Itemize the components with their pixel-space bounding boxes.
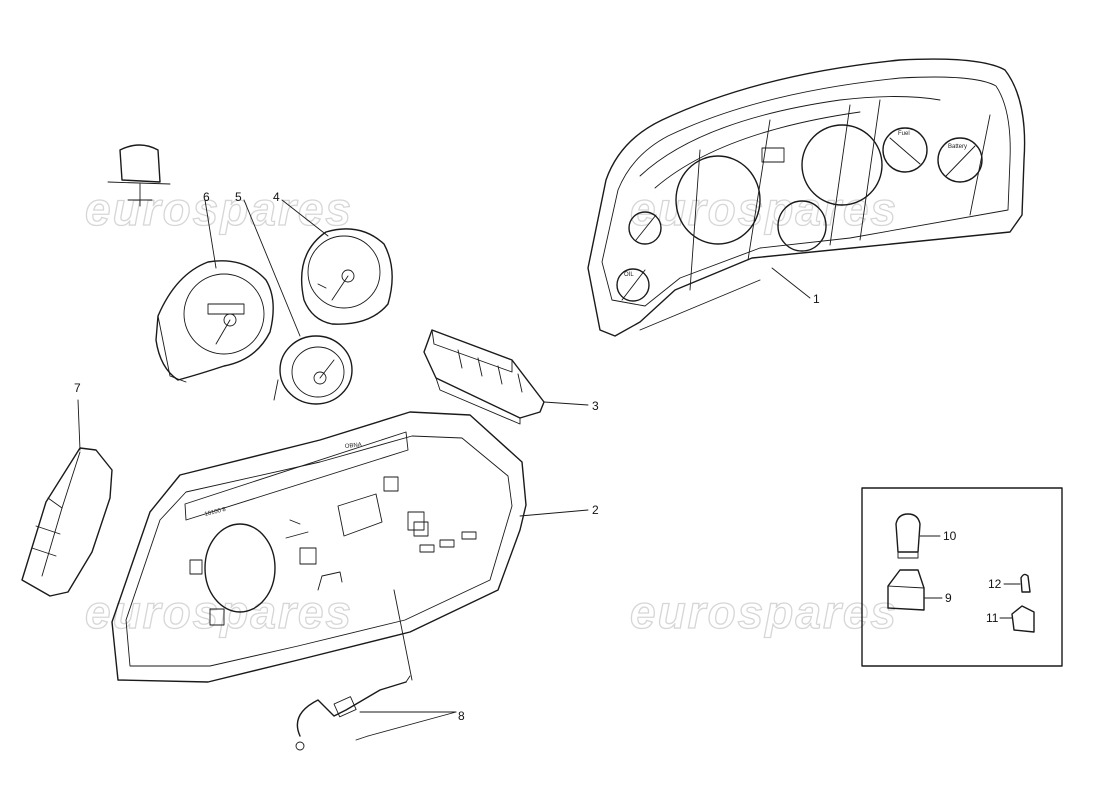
instrument-cluster-assembly[interactable]: Fuel Battery OIL [587, 58, 1026, 337]
tachometer[interactable] [281, 199, 393, 325]
callout-9: 9 [945, 591, 952, 605]
speedometer[interactable] [155, 199, 274, 383]
watermark-text: eurospares [85, 183, 353, 235]
warning-strip-label: OBNA [345, 442, 363, 450]
callout-3: 3 [592, 399, 599, 413]
callout-8: 8 [458, 709, 465, 723]
bulb-detail-inset: 10 9 12 11 [861, 487, 1063, 667]
sender-unit[interactable] [107, 144, 171, 207]
oil-gauge-label: OIL [624, 272, 634, 278]
watermark-text: eurospares [85, 586, 353, 638]
left-gauge-module[interactable] [21, 399, 113, 597]
callout-7: 7 [74, 381, 81, 395]
auxiliary-gauge-module[interactable] [423, 329, 589, 425]
callout-5: 5 [235, 190, 242, 204]
bulb-small[interactable] [1003, 573, 1031, 593]
bulb-holder-small[interactable] [999, 605, 1035, 633]
callout-1: 1 [813, 292, 820, 306]
cluster-housing-circuit[interactable]: 10100 8 OBNA [111, 411, 589, 683]
watermark-text: eurospares [630, 586, 898, 638]
wiring-harness[interactable] [295, 589, 457, 751]
callout-11: 11 [986, 611, 999, 625]
inset-frame [861, 487, 1063, 667]
watermark-text: eurospares [630, 183, 898, 235]
watermark-layer: eurospares eurospares eurospares eurospa… [84, 182, 898, 638]
fuel-gauge-label: Fuel [898, 131, 910, 137]
bulb-large[interactable] [895, 513, 941, 559]
callout-10: 10 [943, 529, 957, 543]
odometer-strip-label: 10100 8 [204, 507, 227, 518]
bulb-holder-large[interactable] [887, 569, 943, 611]
small-instrument[interactable] [243, 199, 353, 405]
callout-6: 6 [203, 190, 210, 204]
callout-12: 12 [988, 577, 1002, 591]
battery-gauge-label: Battery [948, 144, 967, 150]
callout-2: 2 [592, 503, 599, 517]
callout-4: 4 [273, 190, 280, 204]
